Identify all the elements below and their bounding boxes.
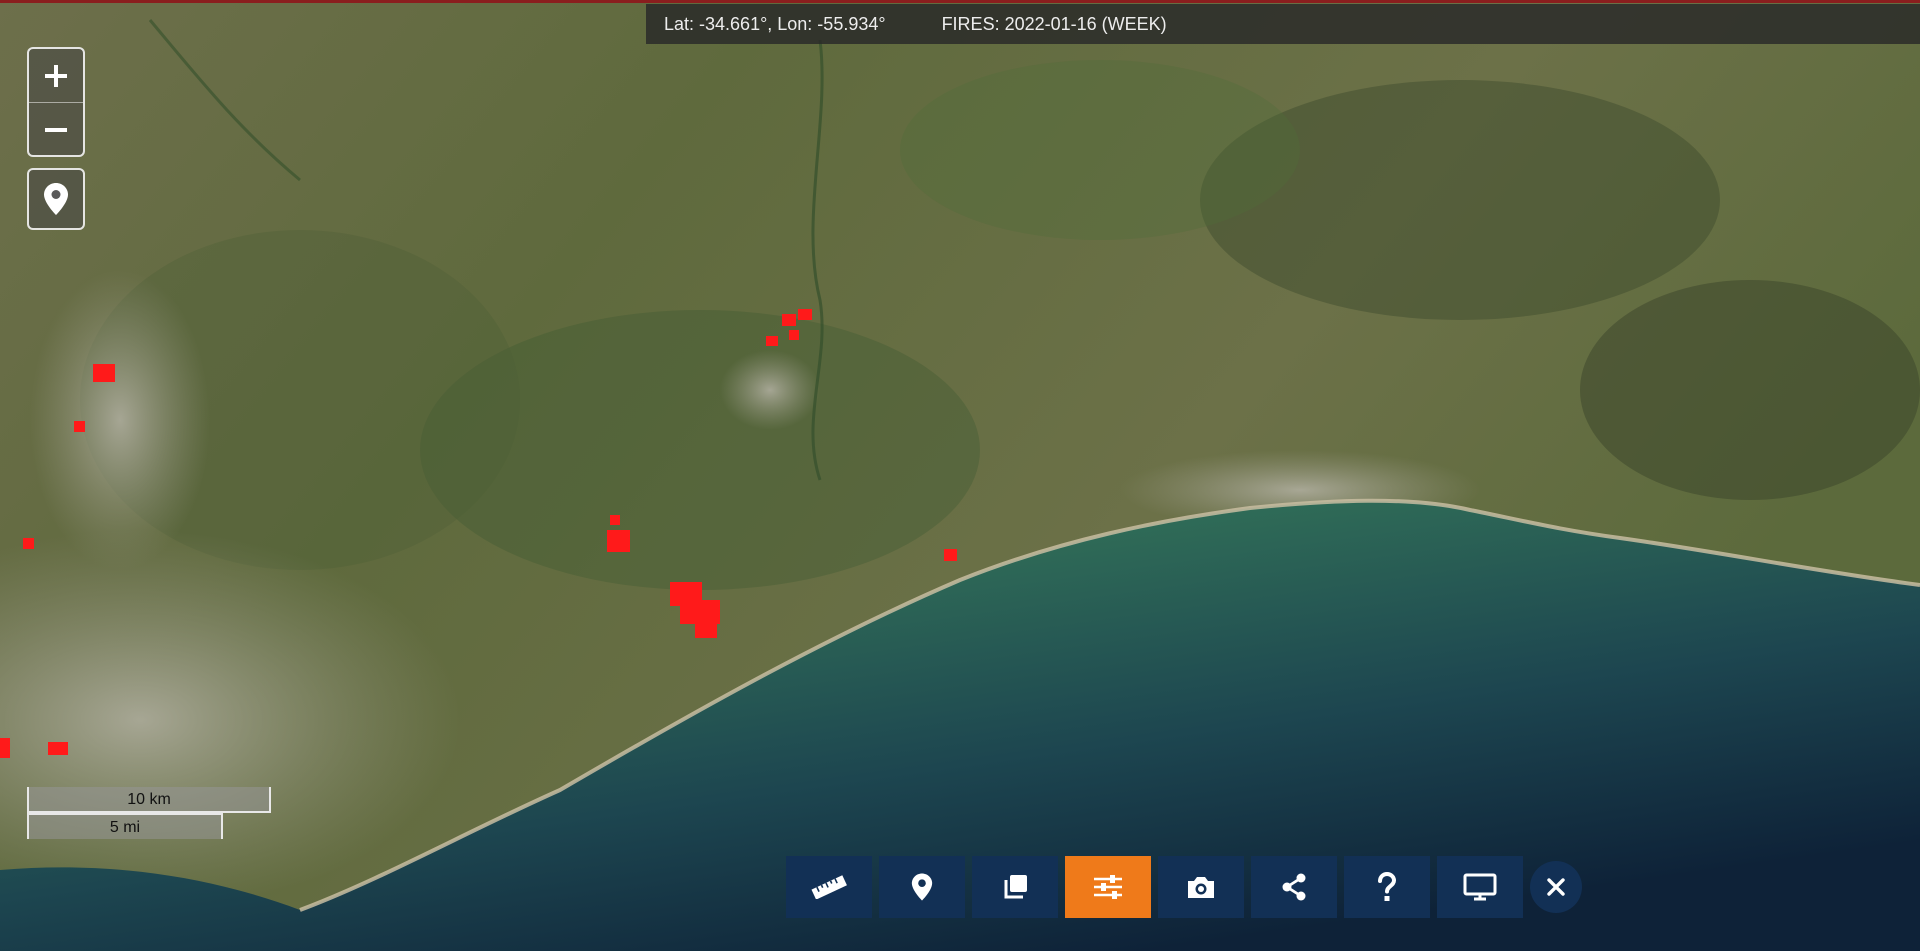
fire-marker[interactable]: [798, 309, 812, 320]
close-toolbar-button[interactable]: [1530, 861, 1582, 913]
fire-marker[interactable]: [789, 330, 799, 340]
zoom-in-button[interactable]: [29, 49, 83, 103]
fire-marker[interactable]: [610, 515, 620, 525]
present-mode-button[interactable]: [1437, 856, 1523, 918]
fire-marker[interactable]: [782, 314, 796, 326]
layers-button[interactable]: [972, 856, 1058, 918]
layer-date-label: FIRES: 2022-01-16 (WEEK): [941, 14, 1167, 34]
fire-marker[interactable]: [695, 620, 717, 638]
sliders-icon: [1094, 875, 1122, 899]
snapshot-button[interactable]: [1158, 856, 1244, 918]
plus-icon: [45, 64, 67, 87]
fire-marker[interactable]: [766, 336, 778, 346]
settings-button[interactable]: [1065, 856, 1151, 918]
fire-marker[interactable]: [0, 738, 10, 758]
scale-metric: 10 km: [27, 787, 271, 813]
map-pin-icon: [44, 183, 68, 215]
map-pin-icon: [911, 873, 933, 901]
share-icon: [1282, 873, 1306, 901]
fire-marker[interactable]: [23, 538, 34, 549]
coordinate-readout: Lat: -34.661°, Lon: -55.934°: [664, 14, 886, 34]
fire-marker[interactable]: [48, 742, 68, 755]
help-button[interactable]: [1344, 856, 1430, 918]
monitor-icon: [1463, 873, 1497, 901]
fire-marker[interactable]: [93, 364, 115, 382]
coordinate-bar: Lat: -34.661°, Lon: -55.934° FIRES: 2022…: [646, 4, 1920, 44]
minus-icon: [45, 127, 67, 132]
layers-icon: [1004, 875, 1027, 899]
zoom-controls: [27, 47, 85, 157]
fire-marker[interactable]: [944, 549, 957, 561]
measure-button[interactable]: [786, 856, 872, 918]
scale-imperial: 5 mi: [27, 813, 223, 839]
fire-marker[interactable]: [74, 421, 85, 432]
camera-icon: [1188, 877, 1214, 898]
top-accent-line: [0, 0, 1920, 3]
close-icon: [1547, 878, 1565, 896]
share-button[interactable]: [1251, 856, 1337, 918]
locate-button[interactable]: [27, 168, 85, 230]
bottom-toolbar: [786, 856, 1582, 918]
question-icon: [1378, 871, 1397, 901]
place-marker-button[interactable]: [879, 856, 965, 918]
ruler-icon: [811, 875, 847, 899]
fire-marker[interactable]: [607, 530, 630, 552]
zoom-out-button[interactable]: [29, 103, 83, 156]
